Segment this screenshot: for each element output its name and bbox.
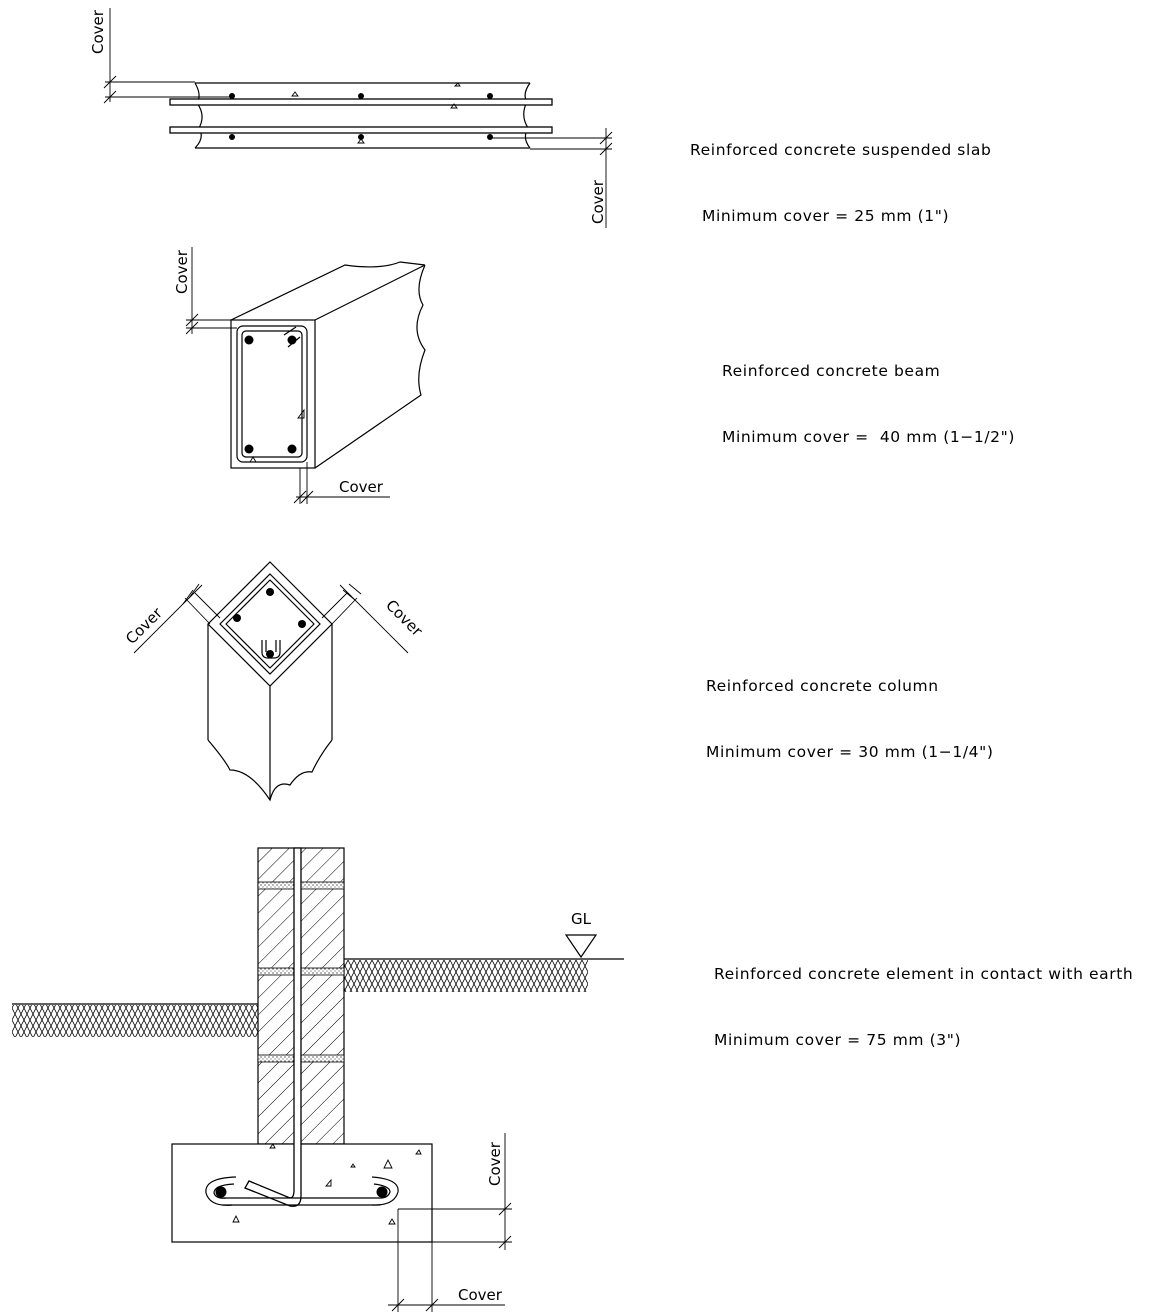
beam-note: Reinforced concrete beam Minimum cover =…: [722, 316, 1015, 470]
slab-rebar-dot: [229, 134, 235, 140]
column-note: Reinforced concrete column Minimum cover…: [706, 631, 993, 785]
beam-front-face: [230, 319, 316, 469]
earth-note-cover: Minimum cover = 75 mm (3"): [714, 1031, 962, 1049]
slab-bottom-cover-label: Cover: [589, 179, 607, 224]
slab-rebar-dot: [487, 93, 493, 99]
beam-drawing: [185, 247, 426, 504]
slab-rebar-dot: [358, 93, 364, 99]
ground-level-symbol: [564, 934, 598, 959]
footing-drawing: [12, 847, 624, 1312]
column-note-cover: Minimum cover = 30 mm (1−1/4"): [706, 743, 994, 761]
column-note-title: Reinforced concrete column: [706, 677, 939, 695]
beam-top-cover-label: Cover: [173, 249, 191, 294]
earth-note: Reinforced concrete element in contact w…: [714, 919, 1133, 1073]
slab-rebar-dot: [358, 134, 364, 140]
slab-rebar-dot: [229, 93, 235, 99]
column-left-cover-label: Cover: [122, 603, 166, 647]
earth-left: [12, 1005, 258, 1037]
slab-top-bar: [169, 98, 553, 106]
slab-top-cover-label: Cover: [89, 9, 107, 54]
earth-right: [344, 960, 588, 992]
footing-bottom-cover-label: Cover: [458, 1286, 503, 1304]
ground-level-label: GL: [571, 910, 592, 928]
beam-note-cover: Minimum cover = 40 mm (1−1/2"): [722, 428, 1016, 446]
slab-rebar-dot: [487, 134, 493, 140]
footing: [171, 1143, 433, 1243]
slab-note-title: Reinforced concrete suspended slab: [690, 141, 992, 159]
slab-bottom-bar: [169, 126, 553, 134]
slab-note-cover: Minimum cover = 25 mm (1"): [702, 207, 950, 225]
column-drawing: [133, 561, 409, 802]
footing-side-cover-label: Cover: [486, 1141, 504, 1186]
beam-note-title: Reinforced concrete beam: [722, 362, 941, 380]
beam-bottom-cover-label: Cover: [339, 478, 384, 496]
earth-note-title: Reinforced concrete element in contact w…: [714, 965, 1134, 983]
slab-drawing: [103, 8, 613, 228]
slab-note: Reinforced concrete suspended slab Minim…: [690, 95, 991, 249]
